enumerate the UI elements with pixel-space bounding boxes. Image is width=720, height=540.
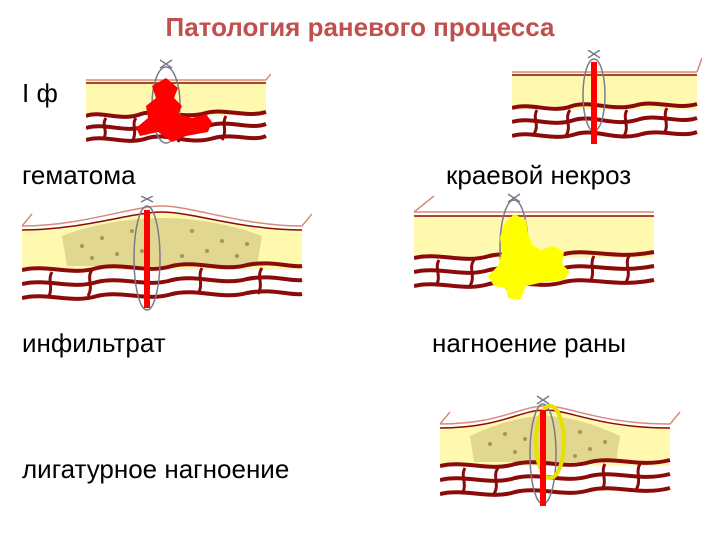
diagram-infiltrate	[22, 196, 312, 316]
label-wound-suppuration: нагноение раны	[432, 328, 627, 358]
label-hematoma: гематома	[22, 160, 136, 190]
diagram-marginal-necrosis	[512, 50, 702, 150]
phase-label: I ф	[22, 78, 58, 108]
label-ligature-suppuration: лигатурное нагноение	[22, 454, 290, 484]
slide-title: Патология раневого процесса	[165, 12, 555, 42]
label-marginal-necrosis: краевой некроз	[446, 160, 632, 190]
diagram-wound-suppuration	[414, 190, 664, 310]
label-infiltrate: инфильтрат	[22, 328, 166, 358]
diagram-ligature-suppuration	[440, 394, 690, 514]
diagram-hematoma	[86, 50, 271, 150]
